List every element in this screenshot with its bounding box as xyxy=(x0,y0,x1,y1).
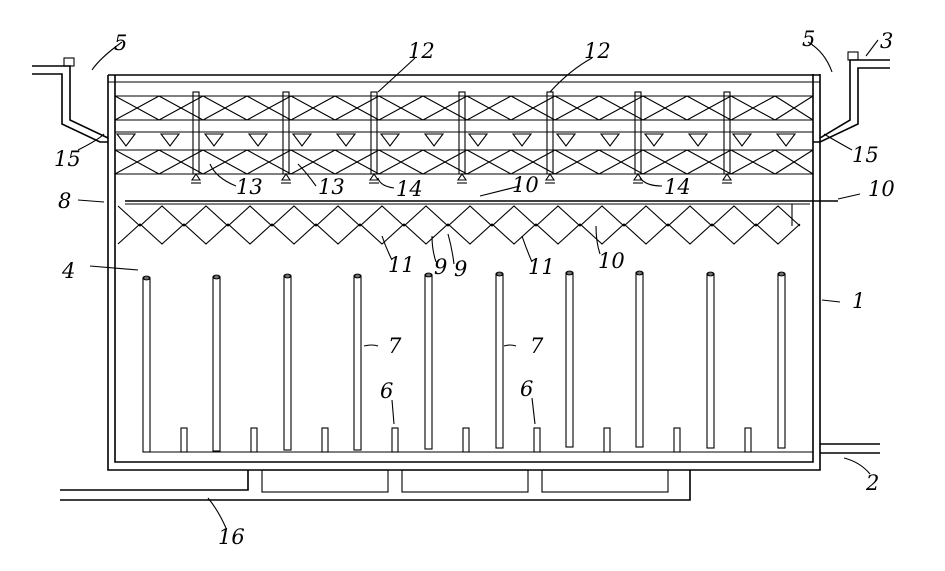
distributor-funnels xyxy=(115,133,797,147)
riser-pipe xyxy=(370,91,378,175)
nozzle xyxy=(744,427,752,453)
filter-zigzag-layer xyxy=(117,205,801,245)
nozzle xyxy=(250,427,258,453)
label-8: 8 xyxy=(58,189,71,213)
cross-bracing xyxy=(114,95,814,175)
label-10-b: 10 xyxy=(868,177,895,201)
drain-pipe xyxy=(60,469,691,501)
label-15-right: 15 xyxy=(852,143,879,167)
distributor-funnel xyxy=(115,133,137,147)
distributor-funnel xyxy=(643,133,665,147)
label-7-a: 7 xyxy=(388,334,402,358)
outlet-pipe-right xyxy=(813,51,890,143)
riser-pipe xyxy=(282,91,290,175)
label-16: 16 xyxy=(218,525,245,549)
filter-candle xyxy=(635,272,644,448)
label-9-b: 9 xyxy=(454,257,467,281)
label-14-b: 14 xyxy=(664,175,691,199)
distributor-funnel xyxy=(555,133,577,147)
distributor-funnel xyxy=(467,133,489,147)
filter-candle xyxy=(495,273,504,449)
zigzag-upper xyxy=(117,205,801,227)
distributor-funnel xyxy=(203,133,225,147)
reference-numerals: 1 2 3 4 5 5 6 6 7 7 8 9 9 10 10 10 11 11… xyxy=(54,27,895,549)
nozzle-icon xyxy=(368,173,380,181)
label-11-a: 11 xyxy=(388,253,415,277)
label-12-b: 12 xyxy=(584,39,611,63)
filter-candle xyxy=(706,273,715,449)
riser-pipe xyxy=(546,91,554,175)
label-4: 4 xyxy=(61,259,75,283)
riser-pipe xyxy=(458,91,466,175)
label-5-left: 5 xyxy=(114,31,127,55)
bottom-collector xyxy=(143,443,880,454)
nozzle-icon xyxy=(280,173,292,181)
distributor-funnel xyxy=(335,133,357,147)
label-10-a: 10 xyxy=(512,173,539,197)
nozzle xyxy=(603,427,611,453)
distributor-funnel xyxy=(423,133,445,147)
label-2: 2 xyxy=(865,471,879,495)
distributor-funnel xyxy=(159,133,181,147)
label-12-a: 12 xyxy=(408,39,435,63)
label-1: 1 xyxy=(852,289,865,313)
label-5-right: 5 xyxy=(802,27,815,51)
leader-lines xyxy=(77,39,879,529)
filter-candle xyxy=(212,276,221,452)
support-beam xyxy=(125,200,838,226)
inlet-pipe-left xyxy=(32,57,109,143)
filter-candles xyxy=(142,270,786,453)
riser-pipe xyxy=(192,91,200,175)
nozzle-icon xyxy=(544,173,556,181)
filter-candle xyxy=(283,275,292,451)
label-11-b: 11 xyxy=(528,255,555,279)
label-15-left: 15 xyxy=(54,147,81,171)
riser-pipe xyxy=(723,91,731,175)
nozzle xyxy=(391,427,399,453)
distributor-funnel xyxy=(291,133,313,147)
label-7-b: 7 xyxy=(530,334,544,358)
filter-candle xyxy=(565,272,574,448)
nozzle xyxy=(321,427,329,453)
nozzle-icon xyxy=(632,173,644,181)
distributor-funnel xyxy=(731,133,753,147)
nozzle xyxy=(673,427,681,453)
nozzle xyxy=(180,427,188,453)
distributor-funnel xyxy=(599,133,621,147)
label-9-a: 9 xyxy=(434,255,447,279)
nozzle-icon xyxy=(190,173,202,181)
filter-candle xyxy=(353,275,362,451)
distributor-funnel xyxy=(687,133,709,147)
label-6-a: 6 xyxy=(380,379,393,403)
nozzle-icon xyxy=(721,173,733,181)
label-10-c: 10 xyxy=(598,249,625,273)
label-6-b: 6 xyxy=(520,377,533,401)
label-13-a: 13 xyxy=(236,175,263,199)
filter-candle xyxy=(777,273,786,449)
distributor-funnel xyxy=(379,133,401,147)
nozzle-icon xyxy=(456,173,468,181)
distributor-funnel xyxy=(511,133,533,147)
nozzle xyxy=(462,427,470,453)
distributor-funnel xyxy=(247,133,269,147)
distributor-funnel xyxy=(775,133,797,147)
riser-pipe xyxy=(634,91,642,175)
filter-candle xyxy=(142,277,151,453)
label-3: 3 xyxy=(880,29,893,53)
filter-candle xyxy=(424,274,433,450)
label-13-b: 13 xyxy=(318,175,345,199)
nozzle xyxy=(533,427,541,453)
label-14-a: 14 xyxy=(396,177,423,201)
riser-pipes xyxy=(190,91,733,184)
zigzag-lower xyxy=(117,223,801,245)
